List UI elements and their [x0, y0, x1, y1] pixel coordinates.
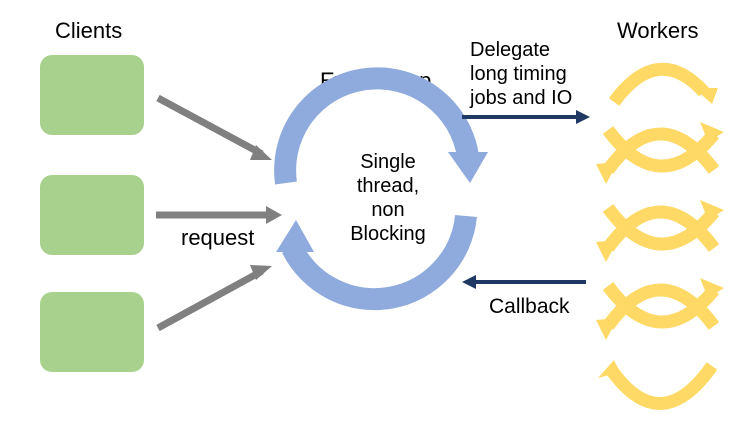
client-box-1	[40, 55, 144, 135]
workers-swirls	[602, 62, 720, 410]
worker-arc-4b	[602, 283, 720, 330]
callback-arrow	[462, 275, 586, 289]
delegate-line-2: long timing	[470, 63, 567, 85]
request-arrow-1-head	[250, 145, 272, 160]
worker-head-3b	[596, 240, 618, 262]
worker-head-top	[694, 88, 718, 104]
delegate-label: Delegate long timing jobs and IO	[470, 38, 572, 110]
delegate-line-1: Delegate	[470, 39, 551, 61]
event-loop-ring	[274, 67, 488, 311]
delegate-arrowhead	[576, 110, 590, 124]
client-box-2	[40, 175, 144, 255]
worker-head-3a	[700, 200, 724, 220]
delegate-arrow	[462, 110, 590, 124]
request-arrow-1	[156, 94, 264, 158]
worker-arc-3b	[602, 205, 720, 252]
worker-head-bottom	[598, 360, 620, 378]
center-line-2: thread,	[356, 175, 420, 197]
worker-arc-bottom	[604, 362, 718, 410]
event-loop-arrowhead-right	[448, 152, 488, 183]
callback-arrowhead	[462, 275, 476, 289]
workers-arrowheads	[596, 88, 724, 378]
request-arrows	[156, 94, 282, 332]
center-line-1: Single	[360, 151, 416, 173]
request-arrow-2-head	[266, 206, 282, 224]
request-label: request	[181, 225, 255, 250]
event-loop-arc-bottom	[282, 214, 477, 311]
request-arrow-3-head	[250, 265, 272, 280]
callback-label: Callback	[489, 295, 570, 318]
worker-arc-2b	[602, 127, 720, 174]
worker-head-2b	[596, 162, 618, 184]
worker-head-2a	[700, 122, 724, 142]
event-loop-arrowhead-left	[276, 220, 314, 252]
clients-title: Clients	[55, 18, 123, 43]
center-line-4: Blocking	[350, 223, 426, 245]
client-box-3	[40, 292, 144, 372]
delegate-line-3: jobs and IO	[470, 87, 573, 109]
center-line-3: non	[371, 199, 405, 221]
event-loop-center-text: Single thread, non Blocking	[330, 150, 446, 246]
workers-title: Workers	[617, 18, 699, 43]
worker-arc-top	[608, 62, 709, 106]
request-arrow-3	[156, 267, 264, 332]
worker-head-4a	[700, 278, 724, 298]
event-loop-arc-top	[274, 67, 479, 185]
worker-head-4b	[596, 318, 618, 340]
